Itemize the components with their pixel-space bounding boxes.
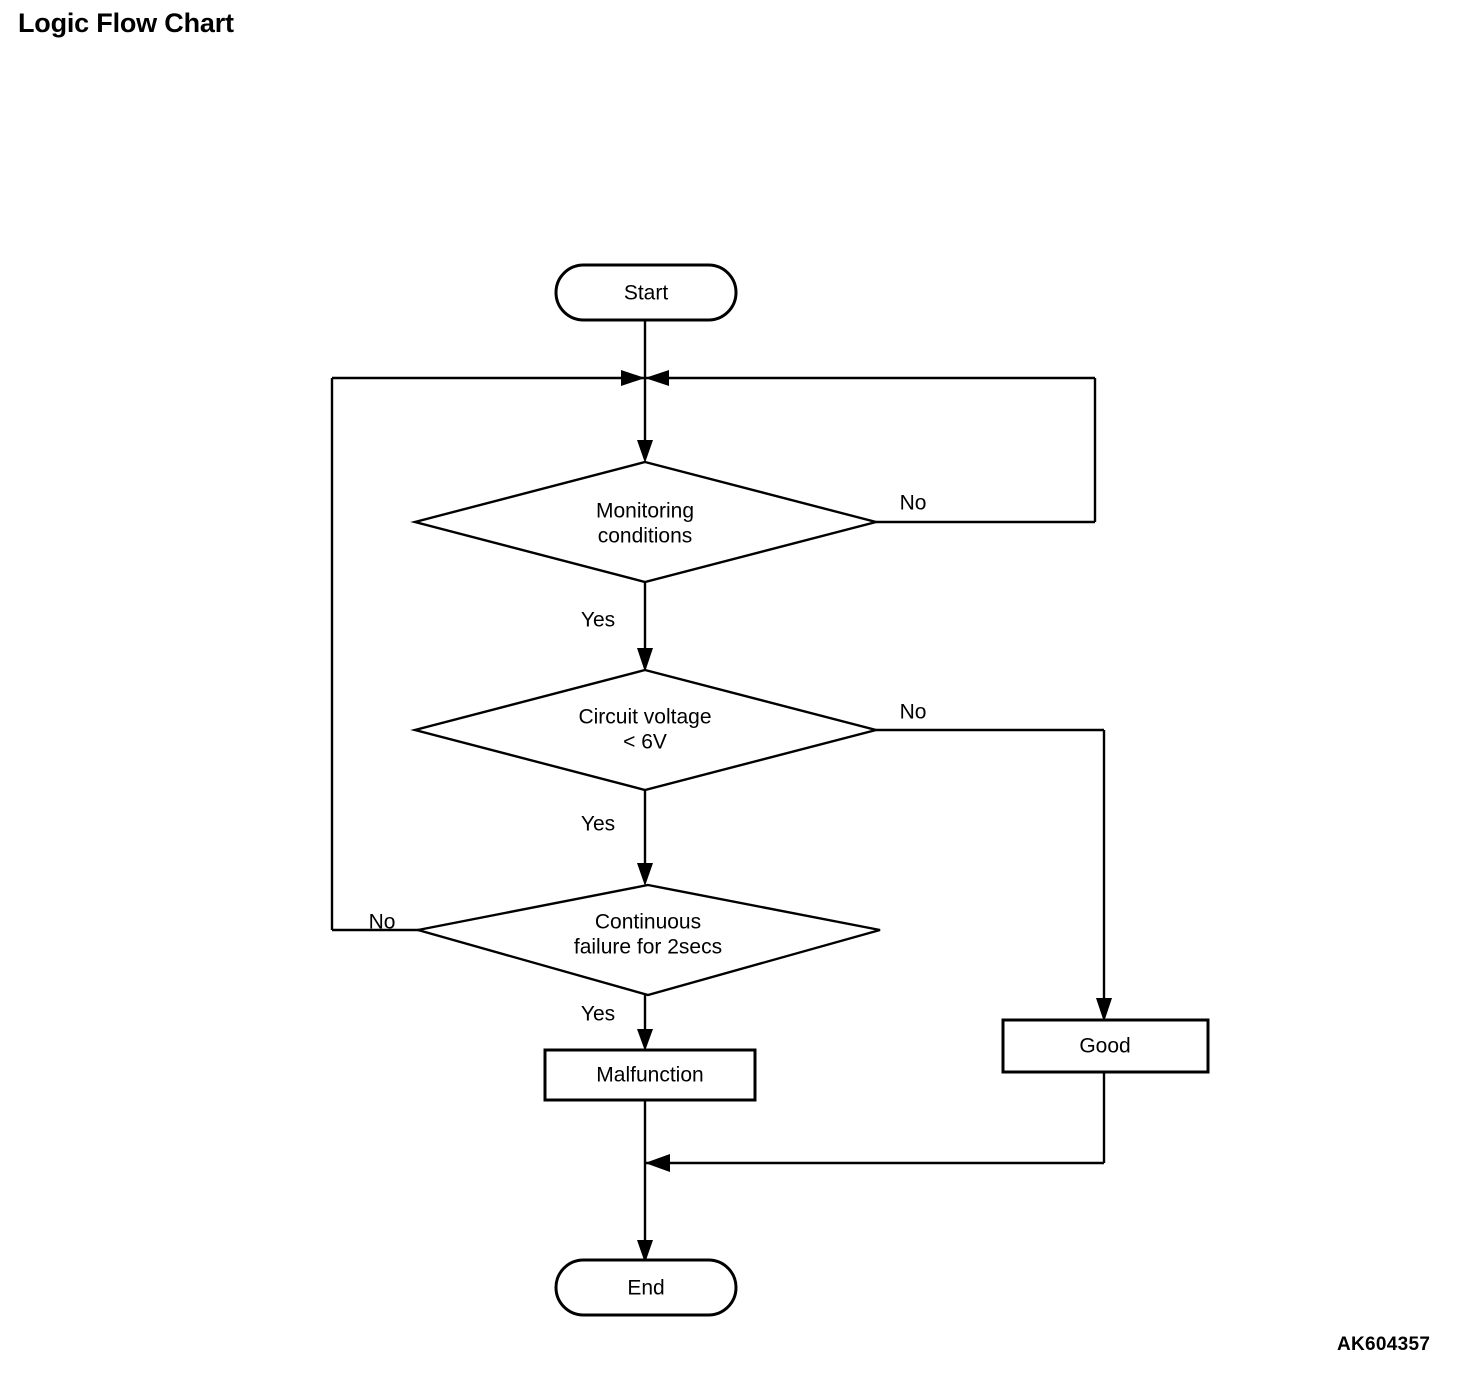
arrowhead-down-to-malfunction	[637, 1029, 653, 1051]
monitoring-decision-shape	[410, 460, 881, 584]
node-malfunction[interactable]: Malfunction	[543, 1048, 757, 1102]
good-shape	[1001, 1018, 1210, 1074]
node-start[interactable]: Start	[554, 263, 738, 322]
continuous-label-line2: failure for 2secs	[574, 936, 722, 959]
arrowhead-merge-from-left	[621, 370, 645, 386]
node-continuous-failure[interactable]: Continuous failure for 2secs	[417, 883, 881, 997]
edge-label-monitoring-yes: Yes	[581, 609, 615, 632]
node-end[interactable]: End	[554, 1258, 738, 1317]
voltage-decision-shape	[410, 668, 881, 792]
malfunction-label: Malfunction	[596, 1064, 703, 1087]
arrowhead-down-to-monitoring	[637, 440, 653, 463]
start-label: Start	[624, 282, 669, 305]
node-good[interactable]: Good	[1001, 1018, 1210, 1074]
edge-label-voltage-no: No	[900, 701, 927, 724]
page-title: Logic Flow Chart	[18, 8, 234, 38]
good-label: Good	[1079, 1035, 1130, 1058]
figure-code: AK604357	[1337, 1334, 1431, 1355]
malfunction-shape	[543, 1048, 757, 1102]
end-label: End	[627, 1277, 664, 1300]
node-monitoring-conditions[interactable]: Monitoring conditions	[410, 460, 881, 584]
arrowhead-down-to-good	[1096, 998, 1112, 1022]
arrowhead-left-into-main	[645, 1154, 670, 1172]
edge-label-continuous-no: No	[369, 911, 396, 934]
edge-label-voltage-yes: Yes	[581, 813, 615, 836]
node-circuit-voltage[interactable]: Circuit voltage < 6V	[410, 668, 881, 792]
arrowhead-merge-from-right	[645, 370, 669, 386]
continuous-decision-shape	[417, 883, 881, 997]
edge-label-monitoring-no: No	[900, 492, 927, 515]
continuous-label-line1: Continuous	[595, 911, 701, 934]
end-shape	[554, 1258, 738, 1317]
monitoring-label-line1: Monitoring	[596, 500, 694, 523]
arrowhead-down-to-voltage	[637, 648, 653, 672]
arrowhead-down-to-end	[637, 1240, 653, 1263]
start-shape	[554, 263, 738, 322]
edge-label-continuous-yes: Yes	[581, 1003, 615, 1026]
arrowhead-down-to-continuous	[637, 863, 653, 886]
monitoring-label-line2: conditions	[598, 525, 693, 548]
voltage-label-line1: Circuit voltage	[578, 706, 711, 729]
voltage-label-line2: < 6V	[623, 731, 667, 754]
